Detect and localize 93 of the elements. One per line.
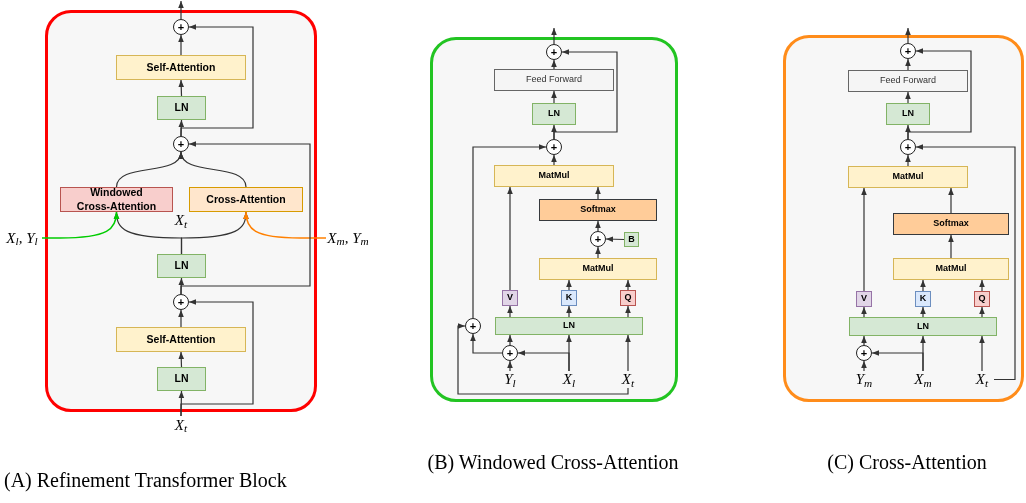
arrow	[920, 306, 926, 318]
arrow	[178, 79, 184, 97]
layer-box: Softmax	[893, 213, 1009, 235]
arrow	[979, 306, 985, 318]
arrow	[566, 279, 572, 291]
arrow	[861, 335, 867, 346]
arrow	[472, 144, 547, 319]
arrow	[507, 305, 513, 318]
arrow	[507, 186, 513, 291]
layer-box: K	[561, 290, 577, 306]
arrow	[861, 187, 867, 292]
arrow	[243, 211, 327, 239]
arrow	[551, 90, 557, 104]
layer-box: Feed Forward	[848, 70, 968, 92]
math-label: X$_{t}$	[169, 416, 193, 434]
block-panel	[430, 37, 678, 402]
arrow	[595, 220, 601, 232]
arrow	[178, 0, 184, 20]
layer-box: Windowed Cross-Attention	[60, 187, 173, 212]
arrow	[507, 334, 513, 346]
arrow	[551, 27, 557, 45]
math-label: X$_{t}$	[970, 371, 994, 388]
arrow	[178, 309, 184, 328]
arrow	[566, 305, 572, 318]
arrow	[178, 351, 185, 368]
layer-box: LN	[157, 254, 206, 278]
arrow	[566, 334, 572, 372]
math-label: X$_{l}$	[557, 371, 581, 388]
layer-box: Feed Forward	[494, 69, 614, 91]
arrow	[457, 323, 629, 395]
layer-box: Cross-Attention	[189, 187, 303, 212]
layer-box: MatMul	[494, 165, 614, 187]
figure-caption: (C) Cross-Attention	[827, 452, 987, 472]
figure-caption: (A) Refinement Transformer Block	[4, 470, 287, 490]
arrow	[861, 306, 867, 318]
layer-box: LN	[157, 367, 206, 391]
math-label: X$_{m}$, Y$_{m}$	[326, 229, 370, 247]
layer-box: MatMul	[539, 258, 657, 280]
arrow	[905, 154, 911, 167]
block-panel	[783, 35, 1024, 402]
edge-label: X$_{t}$	[174, 213, 188, 228]
layer-box: Q	[974, 291, 990, 307]
arrow	[948, 187, 954, 214]
arrow	[180, 141, 311, 295]
arrow	[979, 279, 985, 292]
arrow	[907, 48, 972, 140]
figure-caption: (B) Windowed Cross-Attention	[427, 452, 679, 472]
math-label: X$_{l}$, Y$_{l}$	[2, 229, 42, 247]
layer-box: Q	[620, 290, 636, 306]
arrow	[551, 59, 557, 70]
layer-box: LN	[532, 103, 576, 125]
arrow	[861, 360, 867, 372]
arrow	[595, 246, 601, 259]
arrow	[553, 49, 618, 140]
block-panel	[45, 10, 317, 412]
arrow	[470, 333, 503, 354]
math-label: X$_{t}$	[616, 371, 640, 388]
layer-box: Self-Attention	[116, 55, 246, 80]
arrow	[625, 279, 631, 291]
arrow	[625, 305, 631, 318]
layer-box: K	[915, 291, 931, 307]
layer-box: LN	[886, 103, 930, 125]
arrow	[625, 334, 631, 372]
math-label: Y$_{m}$	[850, 371, 878, 388]
layer-box: V	[856, 291, 872, 307]
math-label: Y$_{l}$	[498, 371, 522, 388]
arrow	[948, 234, 954, 259]
arrow	[507, 360, 513, 372]
layer-box: LN	[157, 96, 206, 120]
layer-box: Self-Attention	[116, 327, 246, 352]
arrow	[979, 335, 985, 372]
arrow	[905, 58, 911, 71]
layer-box: V	[502, 290, 518, 306]
arrow	[905, 27, 911, 44]
layer-box: MatMul	[893, 258, 1009, 280]
arrow	[179, 151, 247, 188]
arrow	[178, 34, 184, 56]
layer-box: Softmax	[539, 199, 657, 221]
math-label: X$_{m}$	[909, 371, 937, 388]
arrow	[180, 24, 254, 137]
arrow	[180, 299, 254, 417]
layer-box: LN	[849, 317, 997, 336]
arrow	[905, 91, 911, 104]
layer-box: MatMul	[848, 166, 968, 188]
arrow	[915, 144, 1016, 381]
arrow	[920, 335, 926, 372]
arrow	[595, 186, 601, 200]
layer-box: LN	[495, 317, 643, 335]
arrow	[551, 154, 557, 166]
layer-box: B	[624, 232, 639, 247]
arrow	[605, 236, 625, 242]
arrow	[920, 279, 926, 292]
arrow	[41, 211, 119, 239]
